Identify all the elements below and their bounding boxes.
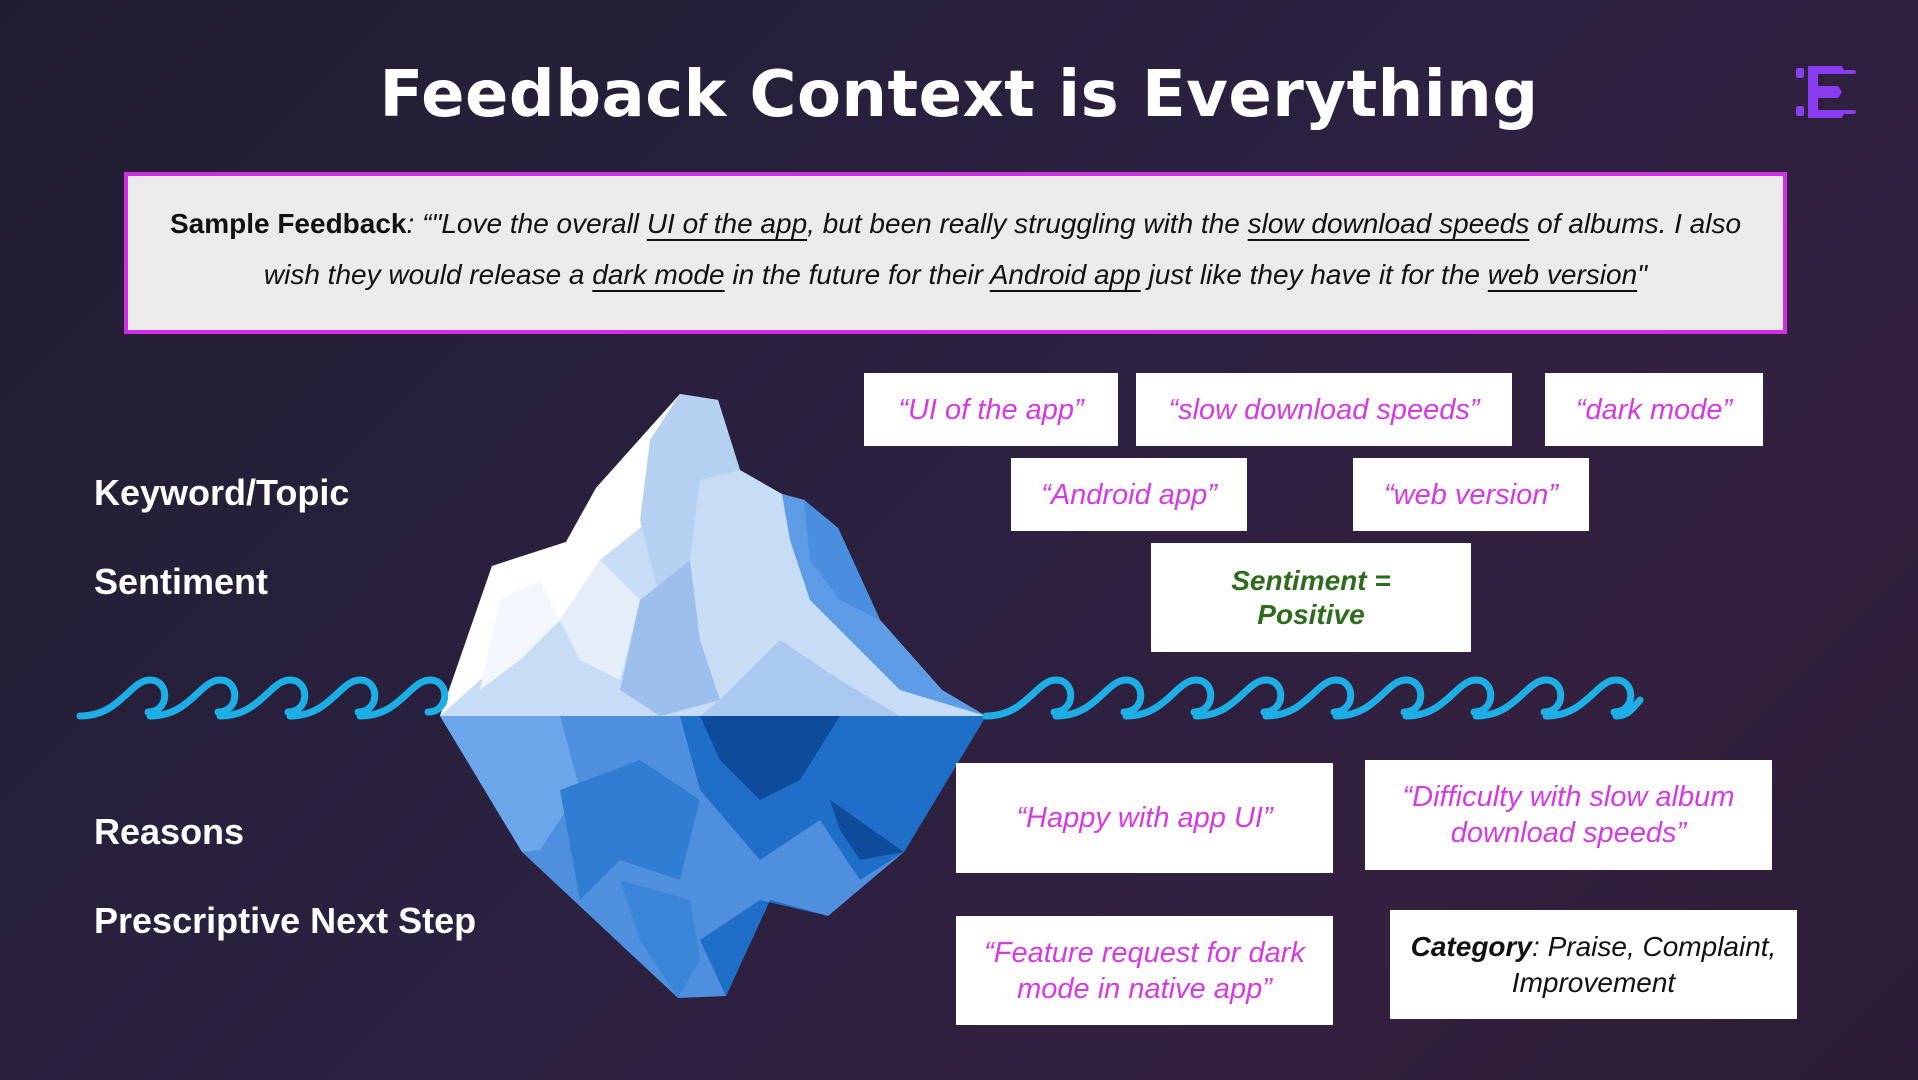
feedback-segment: , but been really struggling with the	[807, 208, 1248, 239]
iceberg-above-water	[440, 394, 986, 716]
sample-feedback-box: Sample Feedback: “"Love the overall UI o…	[124, 172, 1787, 334]
sentiment-line-1: Sentiment =	[1231, 564, 1391, 596]
category-text: Category: Praise, Complaint, Improvement	[1406, 929, 1781, 1001]
label-prescriptive-next-step: Prescriptive Next Step	[94, 900, 477, 941]
sample-feedback-separator: : “	[406, 208, 432, 239]
label-sentiment: Sentiment	[94, 561, 269, 602]
feedback-segment: "	[1637, 259, 1648, 290]
keyword-tag-android-app: “Android app”	[1011, 458, 1247, 531]
feedback-segment: of albums. I also wish they would releas…	[263, 208, 1742, 290]
sample-feedback-label: Sample Feedback	[169, 208, 407, 239]
feedback-segment: "Love the overall	[431, 208, 647, 239]
category-values: : Praise, Complaint, Improvement	[1511, 930, 1777, 998]
keyword-tag-slow-download-speeds: “slow download speeds”	[1136, 373, 1512, 446]
feedback-segment: just like they have it for the	[1140, 259, 1488, 290]
feedback-keyword-underlined: web version	[1487, 259, 1638, 290]
label-keyword-topic: Keyword/Topic	[94, 472, 350, 513]
keyword-tag-ui-of-the-app: “UI of the app”	[864, 373, 1118, 446]
keyword-tag-web-version: “web version”	[1353, 458, 1589, 531]
label-reasons: Reasons	[94, 811, 245, 852]
reason-box-difficulty-slow-speeds: “Difficulty with slow album download spe…	[1365, 760, 1772, 870]
page-title: Feedback Context is Everything	[379, 58, 1539, 132]
feedback-keyword-underlined: UI of the app	[646, 208, 808, 239]
feedback-text: "Love the overall UI of the app, but bee…	[264, 208, 1741, 290]
next-step-box-category: Category: Praise, Complaint, Improvement	[1390, 910, 1797, 1019]
category-label: Category	[1410, 930, 1533, 962]
water-wave-line	[76, 676, 1644, 720]
sentiment-box: Sentiment = Positive	[1151, 543, 1471, 652]
reason-box-happy-with-app-ui: “Happy with app UI”	[956, 763, 1333, 873]
feedback-segment: in the future for their	[724, 259, 990, 290]
next-step-box-feature-request: “Feature request for dark mode in native…	[956, 916, 1333, 1025]
feedback-keyword-underlined: Android app	[989, 259, 1141, 290]
feedback-keyword-underlined: dark mode	[592, 259, 725, 290]
company-logo-icon	[1796, 66, 1856, 118]
feedback-keyword-underlined: slow download speeds	[1247, 208, 1530, 239]
sentiment-line-2: Positive	[1257, 598, 1365, 630]
iceberg-underwater	[440, 716, 986, 998]
keyword-tag-dark-mode: “dark mode”	[1545, 373, 1763, 446]
